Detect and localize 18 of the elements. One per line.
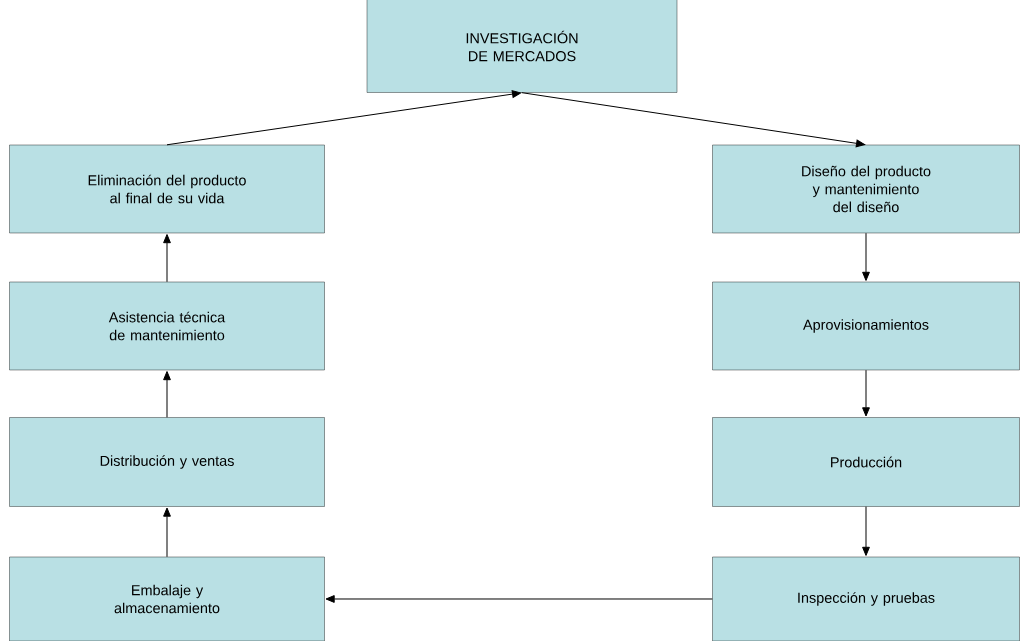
arrow [166,90,522,146]
process-box: Inspección y pruebas [712,556,1020,641]
process-box: Distribución y ventas [9,417,325,507]
arrow [862,369,870,417]
process-box: Asistencia técnica de mantenimiento [9,281,325,371]
arrow [862,232,870,281]
process-box: Embalaje y almacenamiento [9,556,325,641]
process-box: Aprovisionamientos [712,281,1020,371]
process-box: Eliminación del producto al final de su vida [9,144,325,234]
process-box: INVESTIGACIÓN DE MERCADOS [366,0,678,93]
arrow [325,595,713,603]
arrow [862,506,870,556]
arrow [163,234,171,283]
arrow [521,92,866,148]
process-box: Diseño del producto y mantenimiento del diseño [712,144,1020,234]
process-box: Producción [712,417,1020,507]
arrow [163,507,171,558]
arrow [163,371,171,418]
